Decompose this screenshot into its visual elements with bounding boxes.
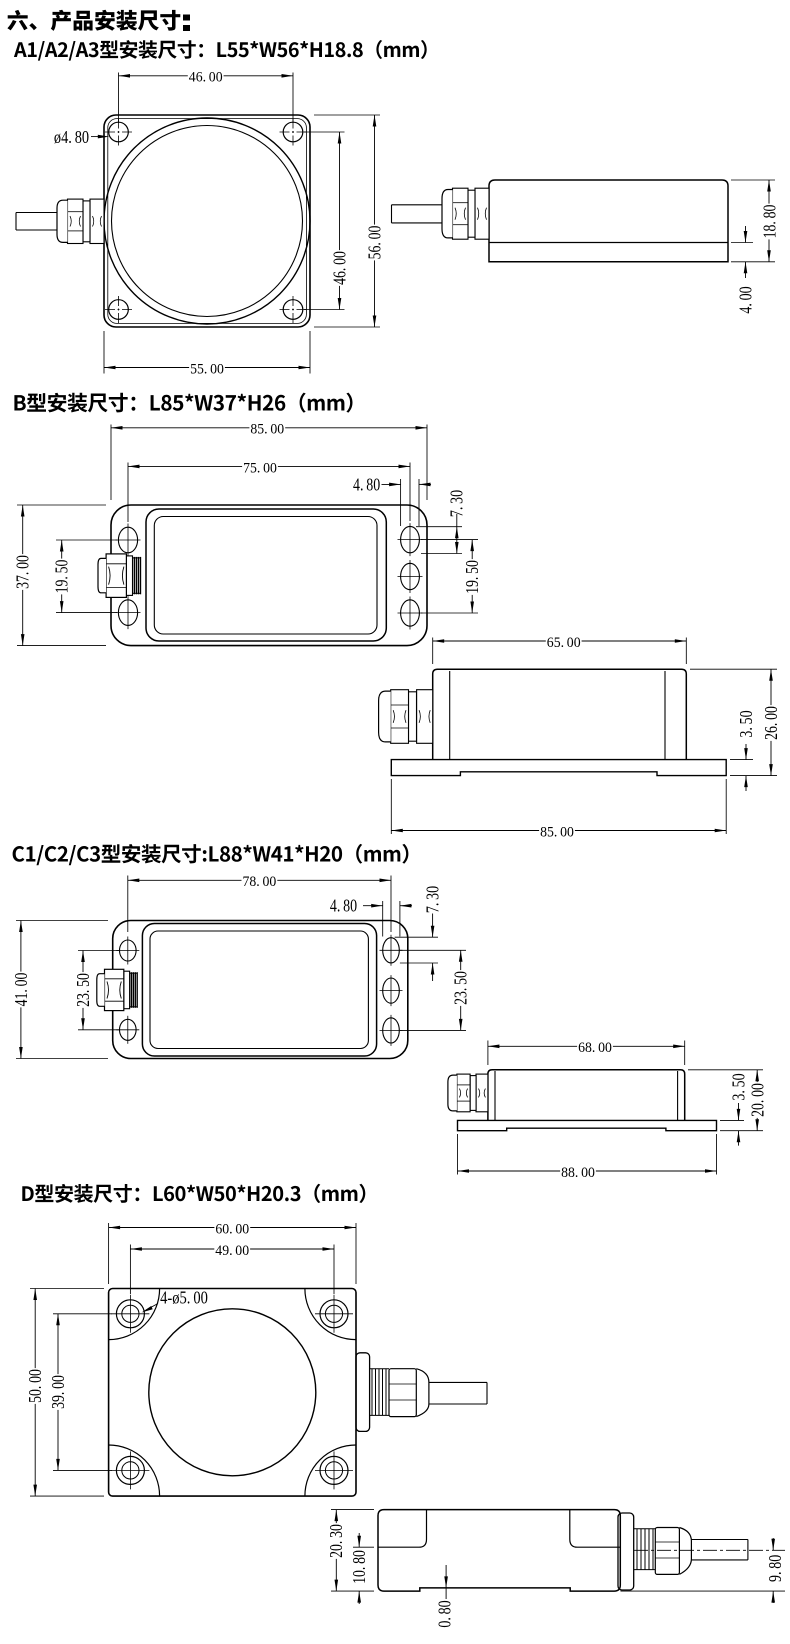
svg-text:41. 00: 41. 00: [11, 973, 31, 1007]
svg-text:78. 00: 78. 00: [243, 874, 277, 890]
svg-text:23. 50: 23. 50: [451, 971, 471, 1005]
svg-text:56. 00: 56. 00: [364, 226, 384, 260]
svg-text:75. 00: 75. 00: [243, 460, 277, 476]
svg-text:88. 00: 88. 00: [561, 1165, 595, 1181]
svg-text:49. 00: 49. 00: [215, 1243, 249, 1259]
svg-text:3. 50: 3. 50: [729, 1073, 749, 1100]
svg-text:0. 80: 0. 80: [434, 1600, 454, 1627]
svg-text:20. 00: 20. 00: [748, 1083, 768, 1117]
svg-text:4. 80: 4. 80: [353, 475, 380, 495]
svg-text:10. 80: 10. 80: [349, 1550, 369, 1584]
svg-text:9. 80: 9. 80: [765, 1555, 785, 1582]
svg-text:4. 80: 4. 80: [330, 896, 357, 916]
svg-text:7. 30: 7. 30: [423, 886, 443, 913]
svg-text:18. 80: 18. 80: [759, 205, 779, 239]
svg-text:68. 00: 68. 00: [578, 1040, 612, 1056]
svg-text:4. 00: 4. 00: [735, 286, 755, 313]
svg-text:39. 00: 39. 00: [48, 1375, 68, 1409]
svg-text:19. 50: 19. 50: [52, 560, 72, 594]
svg-text:7. 30: 7. 30: [447, 490, 467, 517]
svg-text:85. 00: 85. 00: [540, 824, 574, 840]
svg-text:4-ø5. 00: 4-ø5. 00: [160, 1287, 208, 1307]
svg-text:19. 50: 19. 50: [462, 560, 482, 594]
svg-text:46. 00: 46. 00: [329, 251, 349, 285]
svg-text:20. 30: 20. 30: [326, 1524, 346, 1558]
svg-text:ø4. 80: ø4. 80: [54, 127, 89, 147]
svg-text:3. 50: 3. 50: [736, 710, 756, 737]
svg-text:85. 00: 85. 00: [250, 422, 284, 438]
svg-text:37. 00: 37. 00: [13, 555, 33, 589]
svg-text:23. 50: 23. 50: [73, 973, 93, 1007]
svg-text:26. 00: 26. 00: [761, 706, 781, 740]
svg-text:46. 00: 46. 00: [189, 70, 223, 86]
svg-text:50. 00: 50. 00: [25, 1369, 45, 1403]
svg-text:55. 00: 55. 00: [190, 361, 224, 377]
svg-text:65. 00: 65. 00: [547, 635, 581, 651]
svg-text:60. 00: 60. 00: [215, 1221, 249, 1237]
